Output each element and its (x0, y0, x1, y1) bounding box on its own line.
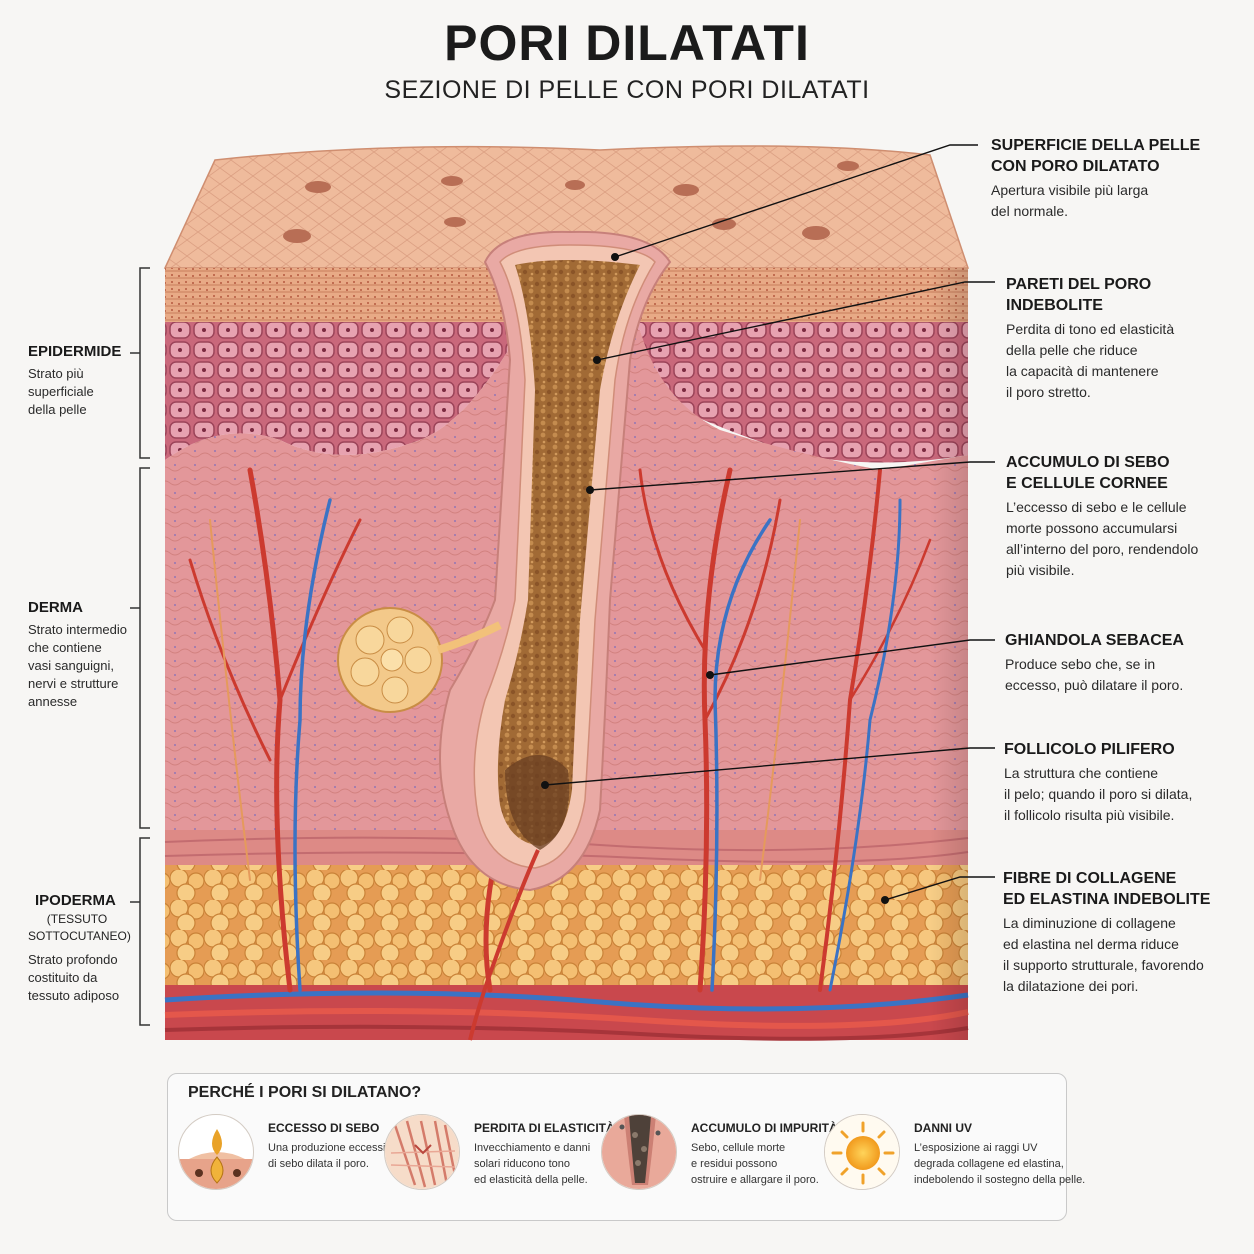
blood-vessels (188, 467, 932, 993)
label-ipoderma: IPODERMA (TESSUTO SOTTOCUTANEO) Strato p… (28, 890, 140, 1005)
label-ghiandola: GHIANDOLA SEBACEA Produce sebo che, se i… (1005, 630, 1245, 696)
skin-surface (163, 145, 970, 269)
label-accumulo: ACCUMULO DI SEBO E CELLULE CORNEE L’ecce… (1006, 452, 1246, 581)
label-ghiandola-desc: Produce sebo che, se in eccesso, può dil… (1005, 656, 1184, 693)
label-fibre-desc: La diminuzione di collagene ed elastina … (1003, 915, 1204, 994)
label-derma-title: DERMA (28, 599, 83, 616)
label-ipoderma-desc: Strato profondo costituito da tessuto ad… (28, 952, 120, 1003)
surface-pores (283, 161, 859, 243)
why-title: PERCHÉ I PORI SI DILATANO? (188, 1084, 422, 1101)
elastic-fibers-icon (384, 1114, 460, 1190)
label-superficie: SUPERFICIE DELLA PELLE CON PORO DILATATO… (991, 135, 1241, 222)
clogged-pore-icon (601, 1114, 677, 1190)
label-pareti: PARETI DEL PORO INDEBOLITE Perdita di to… (1006, 274, 1246, 403)
why-item-elasticita-desc: Invecchiamento e danni solari riducono t… (474, 1142, 591, 1186)
hair-follicle-bulb (505, 755, 570, 850)
label-ipoderma-subtitle: (TESSUTO SOTTOCUTANEO) (28, 912, 131, 943)
why-pores-dilate-panel: PERCHÉ I PORI SI DILATANO? ECCESSO DI SE… (167, 1073, 1085, 1221)
why-item-uv-title: DANNI UV (914, 1121, 973, 1135)
page-subtitle: SEZIONE DI PELLE CON PORI DILATATI (384, 76, 870, 104)
label-epidermide-title: EPIDERMIDE (28, 343, 122, 360)
label-pareti-desc: Perdita di tono ed elasticità della pell… (1006, 321, 1175, 400)
label-derma-desc: Strato intermedio che contiene vasi sang… (28, 622, 127, 709)
label-fibre: FIBRE DI COLLAGENE ED ELASTINA INDEBOLIT… (1003, 868, 1248, 997)
why-item-elasticita-title: PERDITA DI ELASTICITÀ (474, 1121, 615, 1135)
layer-brackets (130, 267, 150, 1026)
why-item-sebo-title: ECCESSO DI SEBO (268, 1121, 380, 1135)
why-item-uv-desc: L’esposizione ai raggi UV degrada collag… (914, 1142, 1086, 1186)
label-follicolo-desc: La struttura che contiene il pelo; quand… (1004, 765, 1193, 823)
label-accumulo-desc: L’eccesso di sebo e le cellule morte pos… (1006, 499, 1199, 578)
sun-icon (824, 1114, 900, 1190)
label-superficie-title: SUPERFICIE DELLA PELLE CON PORO DILATATO (991, 137, 1201, 175)
label-epidermide-desc: Strato più superficiale della pelle (28, 366, 94, 417)
page-title: PORI DILATATI (444, 15, 810, 71)
label-accumulo-title: ACCUMULO DI SEBO E CELLULE CORNEE (1006, 454, 1170, 492)
label-epidermide: EPIDERMIDE Strato più superficiale della… (28, 341, 138, 419)
epidermis-layer (165, 322, 968, 463)
leader-lines (544, 144, 995, 901)
label-ghiandola-title: GHIANDOLA SEBACEA (1005, 632, 1184, 649)
label-derma: DERMA Strato intermedio che contiene vas… (28, 597, 140, 711)
label-follicolo-title: FOLLICOLO PILIFERO (1004, 741, 1175, 758)
label-ipoderma-title: IPODERMA (35, 892, 116, 909)
pore-sebum-plug (497, 260, 640, 846)
label-pareti-title: PARETI DEL PORO INDEBOLITE (1006, 276, 1152, 314)
sebum-drop-icon (178, 1114, 254, 1190)
why-item-impurita-title: ACCUMULO DI IMPURITÀ (691, 1121, 838, 1135)
sebaceous-gland (337, 607, 502, 713)
why-item-impurita-desc: Sebo, cellule morte e residui possono os… (691, 1142, 819, 1186)
label-follicolo: FOLLICOLO PILIFERO La struttura che cont… (1004, 739, 1249, 826)
label-superficie-desc: Apertura visibile più larga del normale. (991, 182, 1149, 219)
label-fibre-title: FIBRE DI COLLAGENE ED ELASTINA INDEBOLIT… (1003, 870, 1211, 908)
